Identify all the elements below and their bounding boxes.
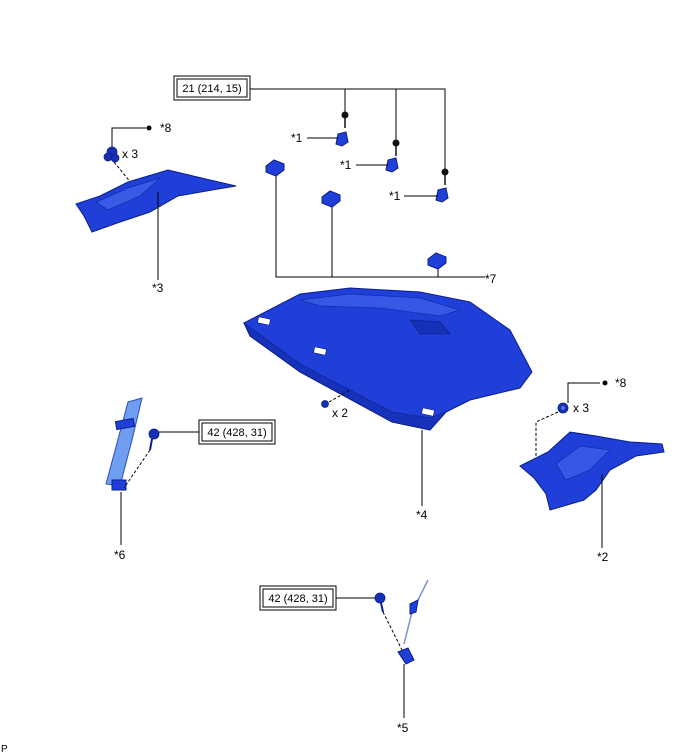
callout-7: *7: [485, 272, 497, 286]
bolt-part-5: [374, 592, 386, 613]
callout-8-right: *8: [615, 376, 627, 390]
dash-8-right: [535, 411, 559, 462]
callout-1a: *1: [291, 131, 303, 145]
clip-part-7c: [427, 252, 447, 270]
clip-part-7b: [321, 190, 341, 208]
clip-part-8-left: [103, 146, 120, 163]
callout-1b: *1: [340, 158, 352, 172]
corner-mark: P: [1, 744, 8, 755]
bolt-top-1: [341, 111, 349, 128]
qty-x2: x 2: [332, 406, 348, 420]
seat-belt-part-6: [105, 397, 143, 491]
bracket-part-1b: [385, 157, 399, 173]
qty-x3-right: x 3: [573, 401, 589, 415]
bolt-top-2: [392, 139, 400, 156]
bracket-part-1c: [435, 187, 449, 203]
leader-8-left: [111, 127, 146, 147]
bullet-8-right: [602, 380, 608, 386]
callout-1c: *1: [389, 189, 401, 203]
clip-x2-part: [321, 400, 329, 408]
callout-2: *2: [597, 550, 609, 564]
callout-6: *6: [114, 548, 126, 562]
torque-value-mid: 42 (428, 31): [207, 427, 266, 439]
pillar-garnish-part-2: [519, 431, 665, 511]
torque-value-bottom: 42 (428, 31): [268, 593, 327, 605]
seat-belt-part-5: [397, 579, 429, 665]
torque-callout-top: 21 (214, 15): [173, 75, 251, 101]
leader-top-bolts: [250, 88, 446, 170]
bullet-8-left: [146, 125, 152, 131]
callout-5: *5: [397, 721, 409, 735]
torque-callout-bottom: 42 (428, 31): [259, 585, 337, 611]
bolt-top-3: [441, 168, 449, 185]
clip-part-8-right: [557, 402, 569, 414]
leader-8-right: [567, 382, 600, 403]
dash-8-left: [113, 161, 133, 185]
dash-x2: [328, 389, 351, 403]
callout-4: *4: [416, 508, 428, 522]
dash-5: [382, 611, 405, 655]
callout-8-left: *8: [160, 121, 172, 135]
torque-value-top: 21 (214, 15): [182, 83, 241, 95]
torque-callout-mid: 42 (428, 31): [198, 419, 276, 445]
clip-part-7a: [265, 159, 285, 177]
leader-7: [275, 176, 485, 278]
pillar-garnish-part-3: [75, 169, 237, 233]
bolt-part-6: [148, 428, 160, 451]
qty-x3-left: x 3: [122, 147, 138, 161]
dash-6: [123, 449, 151, 489]
bracket-part-1a: [335, 131, 349, 147]
package-tray-trim-part-4: [242, 287, 533, 431]
callout-3: *3: [152, 281, 164, 295]
